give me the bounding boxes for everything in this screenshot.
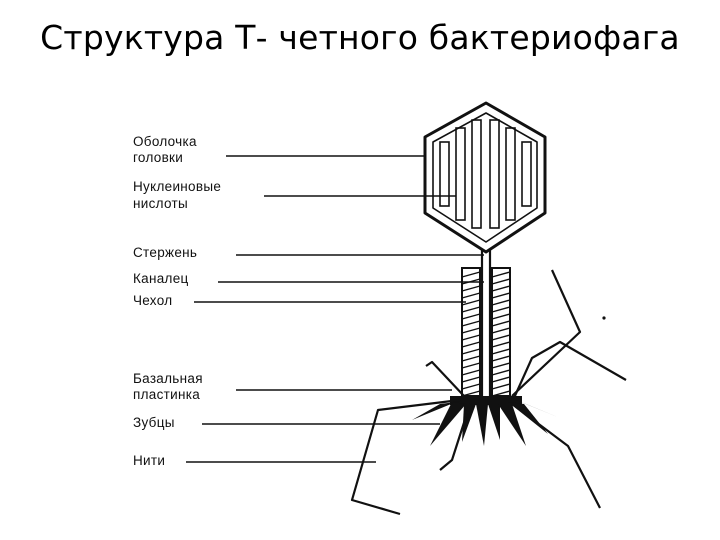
label-fibers: Нити: [133, 453, 165, 468]
sheath-hatch-line: [491, 383, 511, 390]
sheath-hatch-line: [461, 299, 481, 306]
sheath-hatch-line: [461, 362, 481, 369]
label-head-shell-1: Оболочка: [133, 134, 197, 149]
nucleic-acid-strands: [439, 119, 532, 229]
base-spikes: [412, 400, 560, 446]
sheath-hatch-line: [461, 383, 481, 390]
label-baseplate-2: пластинка: [133, 387, 200, 402]
sheath-hatch-line: [491, 299, 511, 306]
sheath-hatch-line: [491, 341, 511, 348]
label-baseplate-1: Базальная: [133, 371, 203, 386]
label-teeth: Зубцы: [133, 415, 175, 430]
label-nucleic-1: Нуклеиновые: [133, 179, 221, 194]
label-nucleic-2: нислоты: [133, 196, 188, 211]
sheath-hatch-line: [491, 278, 511, 285]
tail-sheath: [461, 267, 511, 397]
sheath-hatch-line: [491, 355, 511, 362]
sheath-hatch-line: [461, 313, 481, 320]
sheath-hatch-line: [461, 376, 481, 383]
sheath-hatch-line: [461, 341, 481, 348]
sheath-hatch-line: [461, 390, 481, 397]
sheath-hatch-line: [491, 390, 511, 397]
page-title: Структура Т- четного бактериофага: [40, 18, 680, 57]
sheath-hatch-line: [491, 271, 511, 278]
sheath-hatch-line: [461, 334, 481, 341]
sheath-hatch-line: [491, 334, 511, 341]
sheath-hatch-line: [461, 355, 481, 362]
sheath-hatch-line: [491, 292, 511, 299]
sheath-hatch-line: [491, 313, 511, 320]
label-sheath: Чехол: [133, 293, 172, 308]
sheath-hatch-line: [461, 369, 481, 376]
sheath-hatch-line: [491, 306, 511, 313]
sheath-hatch-line: [491, 369, 511, 376]
sheath-hatch-line: [461, 320, 481, 327]
pointer-lines: [186, 155, 484, 463]
head-capsid: [423, 101, 547, 254]
sheath-hatch-line: [461, 271, 481, 278]
sheath-hatch-line: [491, 320, 511, 327]
sheath-hatch-line: [491, 348, 511, 355]
sheath-hatch-line: [491, 285, 511, 292]
sheath-hatch-line: [491, 376, 511, 383]
sheath-hatch-line: [491, 327, 511, 334]
label-canal: Каналец: [133, 271, 189, 286]
base-plate: [450, 396, 522, 405]
sheath-hatch-line: [461, 292, 481, 299]
tail-rod: [480, 250, 492, 400]
label-rod: Стержень: [133, 245, 197, 260]
sheath-hatch-line: [461, 306, 481, 313]
sheath-hatch-line: [461, 348, 481, 355]
sheath-hatch-line: [461, 285, 481, 292]
tail-fibers: [350, 269, 627, 516]
sheath-hatch-line: [461, 327, 481, 334]
label-head-shell-2: головки: [133, 150, 183, 165]
dot-mark: [602, 316, 606, 320]
sheath-hatch-line: [491, 362, 511, 369]
